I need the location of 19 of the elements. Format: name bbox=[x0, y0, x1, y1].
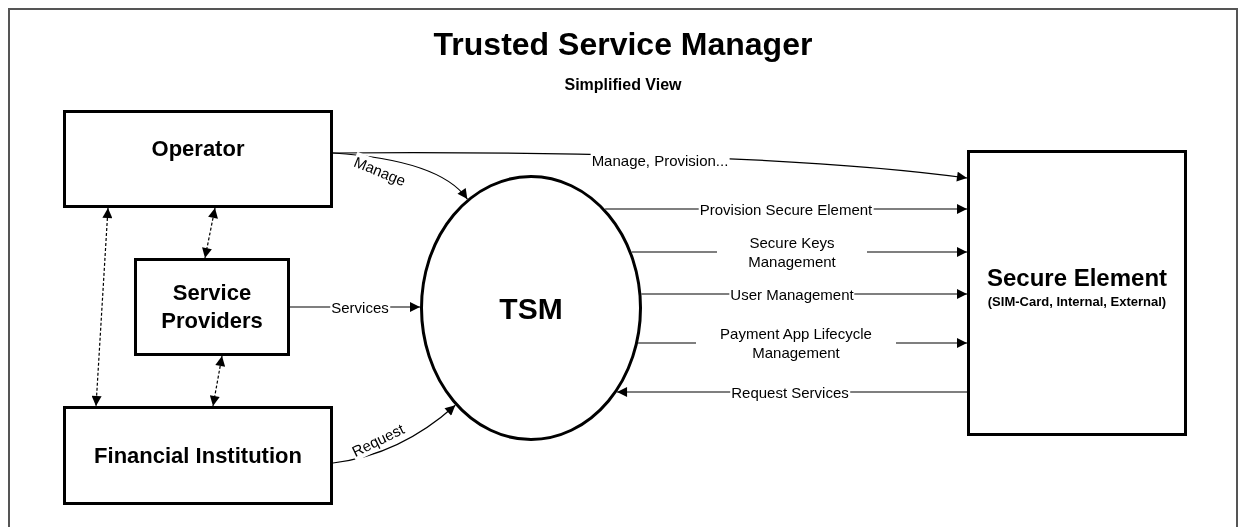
edge-label: Manage, Provision... bbox=[590, 150, 730, 170]
node-subtitle: (SIM-Card, Internal, External) bbox=[987, 294, 1167, 310]
node-label: Service Providers bbox=[160, 279, 264, 335]
arrow bbox=[91, 207, 113, 407]
process-box bbox=[967, 150, 1187, 436]
arrow bbox=[332, 404, 456, 464]
node-label: Financial Institution bbox=[94, 441, 302, 470]
node-label: TSM bbox=[499, 290, 563, 327]
process-box bbox=[134, 258, 290, 356]
arrow bbox=[332, 152, 468, 200]
node-label: Secure Element bbox=[986, 263, 1168, 293]
arrow bbox=[202, 207, 218, 259]
subtitle: Simplified View bbox=[563, 75, 683, 95]
process-box bbox=[63, 406, 333, 505]
diagram-title: Trusted Service Manager bbox=[432, 25, 814, 64]
node-label: Operator bbox=[151, 134, 245, 163]
ellipse-node bbox=[420, 175, 642, 441]
arrow bbox=[209, 355, 226, 407]
process-box bbox=[63, 110, 333, 208]
